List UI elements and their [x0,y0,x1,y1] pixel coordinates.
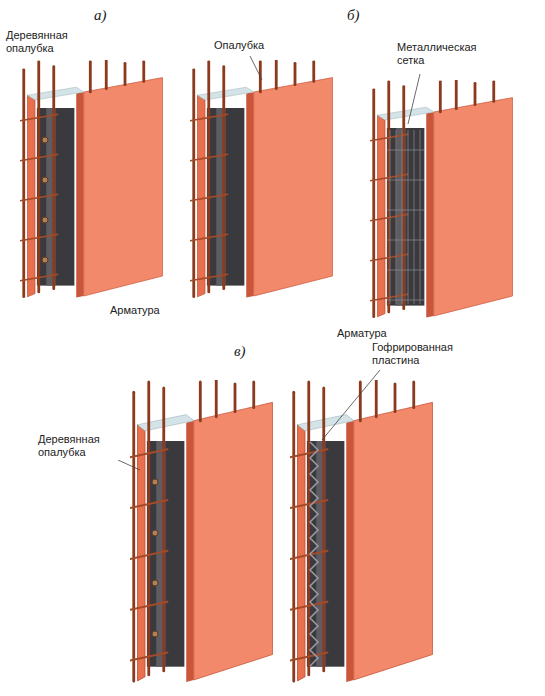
part-label: Опалубка [212,38,266,53]
part-label: Арматура [335,326,389,341]
panel-letter: в) [232,342,248,361]
part-label: Арматура [108,303,162,318]
part-label: Гофрированная пластина [370,340,474,368]
part-label: Деревянная опалубка [4,28,86,56]
panel-letter: б) [345,6,362,25]
panel-letter: а) [92,6,109,25]
part-label: Деревянная опалубка [36,432,122,460]
part-label: Металлическая сетка [395,40,491,68]
